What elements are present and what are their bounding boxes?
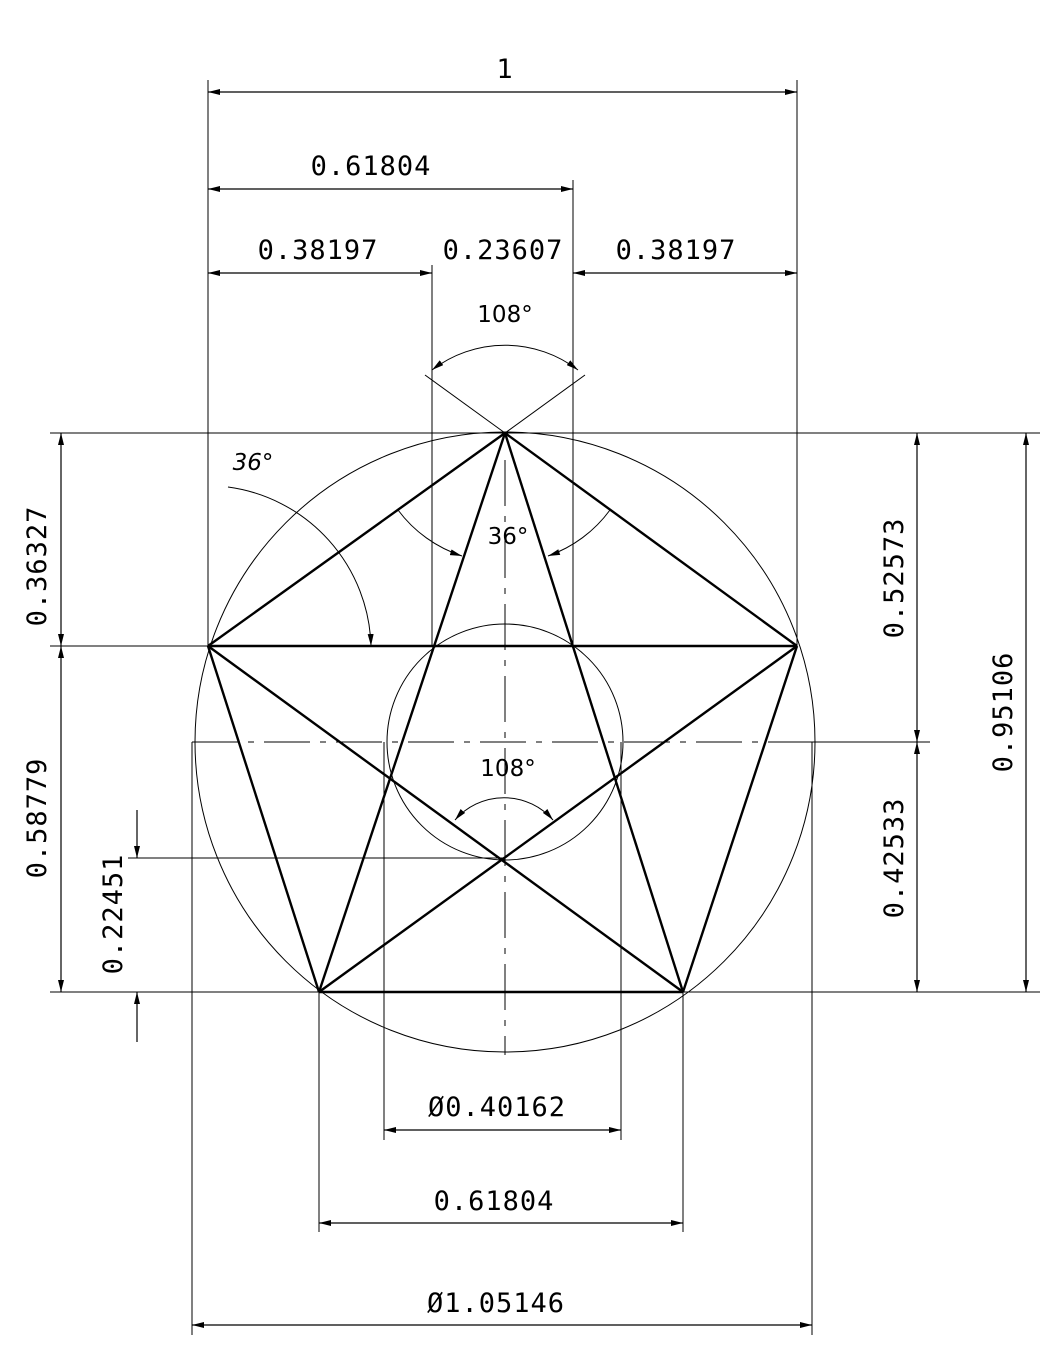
dim-overall-height: 0.95106 — [988, 652, 1019, 773]
angle-left-arm: 36° — [233, 450, 274, 476]
dim-middle-segment: 0.23607 — [443, 235, 564, 266]
dim-inner-circle-diameter: Ø0.40162 — [428, 1092, 566, 1123]
dim-center-to-bottom: 0.22451 — [98, 854, 129, 975]
vertical-dimension-lines — [58, 433, 1029, 1042]
dim-centerline-to-bottom: 0.42533 — [879, 798, 910, 919]
dim-bottom-chord: 0.61804 — [434, 1186, 555, 1217]
pentagram — [206, 432, 799, 994]
dim-crossbar-to-bottom: 0.58779 — [22, 758, 53, 879]
angle-apex-inner: 36° — [488, 524, 529, 550]
dim-right-segment: 0.38197 — [616, 235, 737, 266]
dim-left-to-inner-right: 0.61804 — [311, 151, 432, 182]
dim-left-segment: 0.38197 — [258, 235, 379, 266]
horizontal-dimension-lines — [192, 89, 812, 1328]
dim-top-to-crossbar: 0.36327 — [22, 506, 53, 627]
dim-top-to-centerline: 0.52573 — [879, 518, 910, 639]
dim-overall-width: 1 — [496, 54, 513, 85]
dim-outer-circle-diameter: Ø1.05146 — [427, 1288, 565, 1319]
extension-lines — [50, 80, 1040, 1335]
angle-arcs — [227, 344, 611, 821]
angle-top-apex-outer: 108° — [477, 302, 532, 328]
angle-center-inner: 108° — [480, 756, 535, 782]
centerlines — [192, 460, 812, 1055]
